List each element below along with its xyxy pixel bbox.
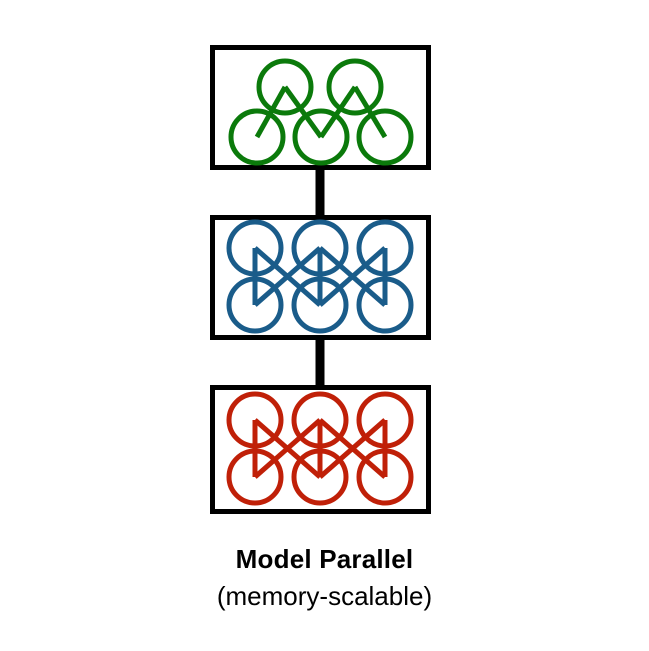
node-blue-bottom-3	[356, 276, 414, 334]
node-green-bottom-2	[292, 108, 350, 166]
edge-r-t2-r-b1	[253, 418, 322, 479]
node-blue-top-1	[226, 219, 284, 277]
edge-r-t3-r-b2	[318, 418, 387, 479]
node-red-bottom-1	[226, 448, 284, 506]
device-box-top-edges	[254, 85, 388, 139]
caption-block: Model Parallel (memory-scalable)	[0, 543, 649, 613]
edge-g-t1-g-b2	[282, 85, 324, 139]
device-box-middle	[210, 215, 431, 340]
edge-g-t2-g-b3	[352, 85, 388, 139]
node-red-bottom-2	[291, 448, 349, 506]
node-red-bottom-3	[356, 448, 414, 506]
device-box-top-border	[210, 45, 431, 170]
node-red-top-2	[291, 391, 349, 449]
edge-b-t3-b-b2	[318, 246, 387, 307]
node-red-top-1	[226, 391, 284, 449]
node-green-top-1	[256, 58, 314, 116]
node-red-top-3	[356, 391, 414, 449]
edge-g-t2-g-b2	[318, 85, 358, 139]
caption-title: Model Parallel	[235, 544, 414, 574]
device-box-bottom-nodes	[226, 391, 414, 506]
device-box-middle-nodes	[226, 219, 414, 334]
edge-g-t1-g-b1	[254, 85, 288, 139]
device-box-bottom	[210, 385, 431, 514]
node-blue-top-2	[291, 219, 349, 277]
edge-b-t2-b-b1	[253, 246, 322, 307]
node-green-bottom-1	[228, 108, 286, 166]
node-blue-bottom-1	[226, 276, 284, 334]
caption-subtitle: (memory-scalable)	[216, 581, 433, 611]
node-green-bottom-3	[356, 108, 414, 166]
node-blue-bottom-2	[291, 276, 349, 334]
node-green-top-2	[326, 58, 384, 116]
device-box-top-nodes	[228, 58, 414, 166]
boxes-layer	[210, 45, 431, 514]
device-box-top	[210, 45, 431, 170]
node-blue-top-3	[356, 219, 414, 277]
